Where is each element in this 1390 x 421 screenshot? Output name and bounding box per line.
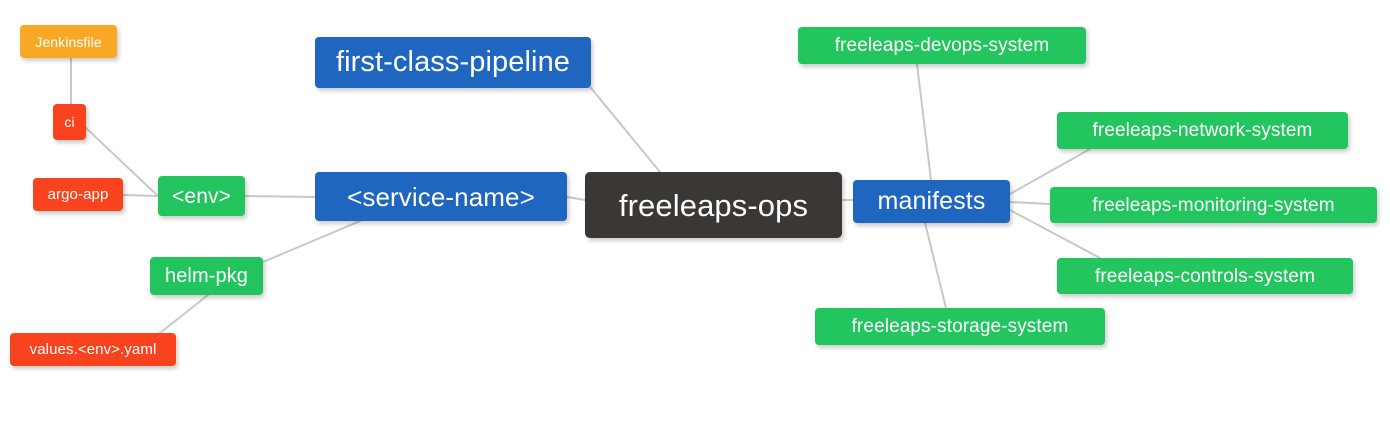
mindmap-node-service-name[interactable]: <service-name> bbox=[315, 172, 567, 221]
mindmap-node-jenkinsfile[interactable]: Jenkinsfile bbox=[20, 25, 117, 58]
mindmap-node-label: freeleaps-ops bbox=[618, 187, 809, 223]
mindmap-node-label: <env> bbox=[172, 184, 231, 208]
edge-values-helmpkg bbox=[159, 294, 209, 334]
edge-manifests-storage bbox=[924, 222, 947, 309]
edge-pipeline-ops bbox=[590, 87, 661, 173]
mindmap-node-freeleaps-devops-system[interactable]: freeleaps-devops-system bbox=[798, 27, 1086, 64]
mindmap-node-env[interactable]: <env> bbox=[158, 176, 245, 216]
mindmap-node-label: first-class-pipeline bbox=[335, 46, 571, 78]
edge-manifests-monitoring bbox=[1009, 201, 1051, 205]
mindmap-node-ci[interactable]: ci bbox=[53, 104, 86, 140]
edge-manifests-devops bbox=[916, 63, 932, 181]
mindmap-node-label: values.<env>.yaml bbox=[29, 341, 157, 358]
mindmap-node-label: freeleaps-controls-system bbox=[1094, 265, 1316, 287]
mindmap-node-freeleaps-ops[interactable]: freeleaps-ops bbox=[585, 172, 842, 238]
mindmap-node-label: ci bbox=[64, 114, 75, 130]
mindmap-node-first-class-pipeline[interactable]: first-class-pipeline bbox=[315, 37, 591, 88]
mindmap-node-label: freeleaps-network-system bbox=[1092, 120, 1313, 141]
mindmap-node-label: manifests bbox=[877, 187, 986, 215]
edge-helmpkg-servicename bbox=[262, 220, 361, 263]
mindmap-node-label: freeleaps-devops-system bbox=[834, 35, 1050, 56]
mindmap-node-freeleaps-network-system[interactable]: freeleaps-network-system bbox=[1057, 112, 1348, 149]
mindmap-node-label: freeleaps-monitoring-system bbox=[1092, 194, 1335, 216]
mindmap-node-helm-pkg[interactable]: helm-pkg bbox=[150, 257, 263, 295]
mindmap-node-label: helm-pkg bbox=[164, 265, 249, 287]
mindmap-node-label: argo-app bbox=[47, 186, 109, 203]
mindmap-node-freeleaps-monitoring-system[interactable]: freeleaps-monitoring-system bbox=[1050, 187, 1377, 223]
mindmap-node-label: freeleaps-storage-system bbox=[851, 316, 1069, 337]
mindmap-node-label: <service-name> bbox=[347, 181, 535, 212]
mindmap-node-argo-app[interactable]: argo-app bbox=[33, 178, 123, 211]
edge-argoapp-env bbox=[122, 194, 159, 197]
mindmap-node-manifests[interactable]: manifests bbox=[853, 180, 1010, 223]
edge-env-servicename bbox=[244, 195, 316, 198]
mindmap-node-values-yaml[interactable]: values.<env>.yaml bbox=[10, 333, 176, 366]
mindmap-node-freeleaps-storage-system[interactable]: freeleaps-storage-system bbox=[815, 308, 1105, 345]
mindmap-node-freeleaps-controls-system[interactable]: freeleaps-controls-system bbox=[1057, 258, 1353, 294]
edge-servicename-ops bbox=[566, 196, 586, 201]
mindmap-node-label: Jenkinsfile bbox=[35, 33, 102, 50]
